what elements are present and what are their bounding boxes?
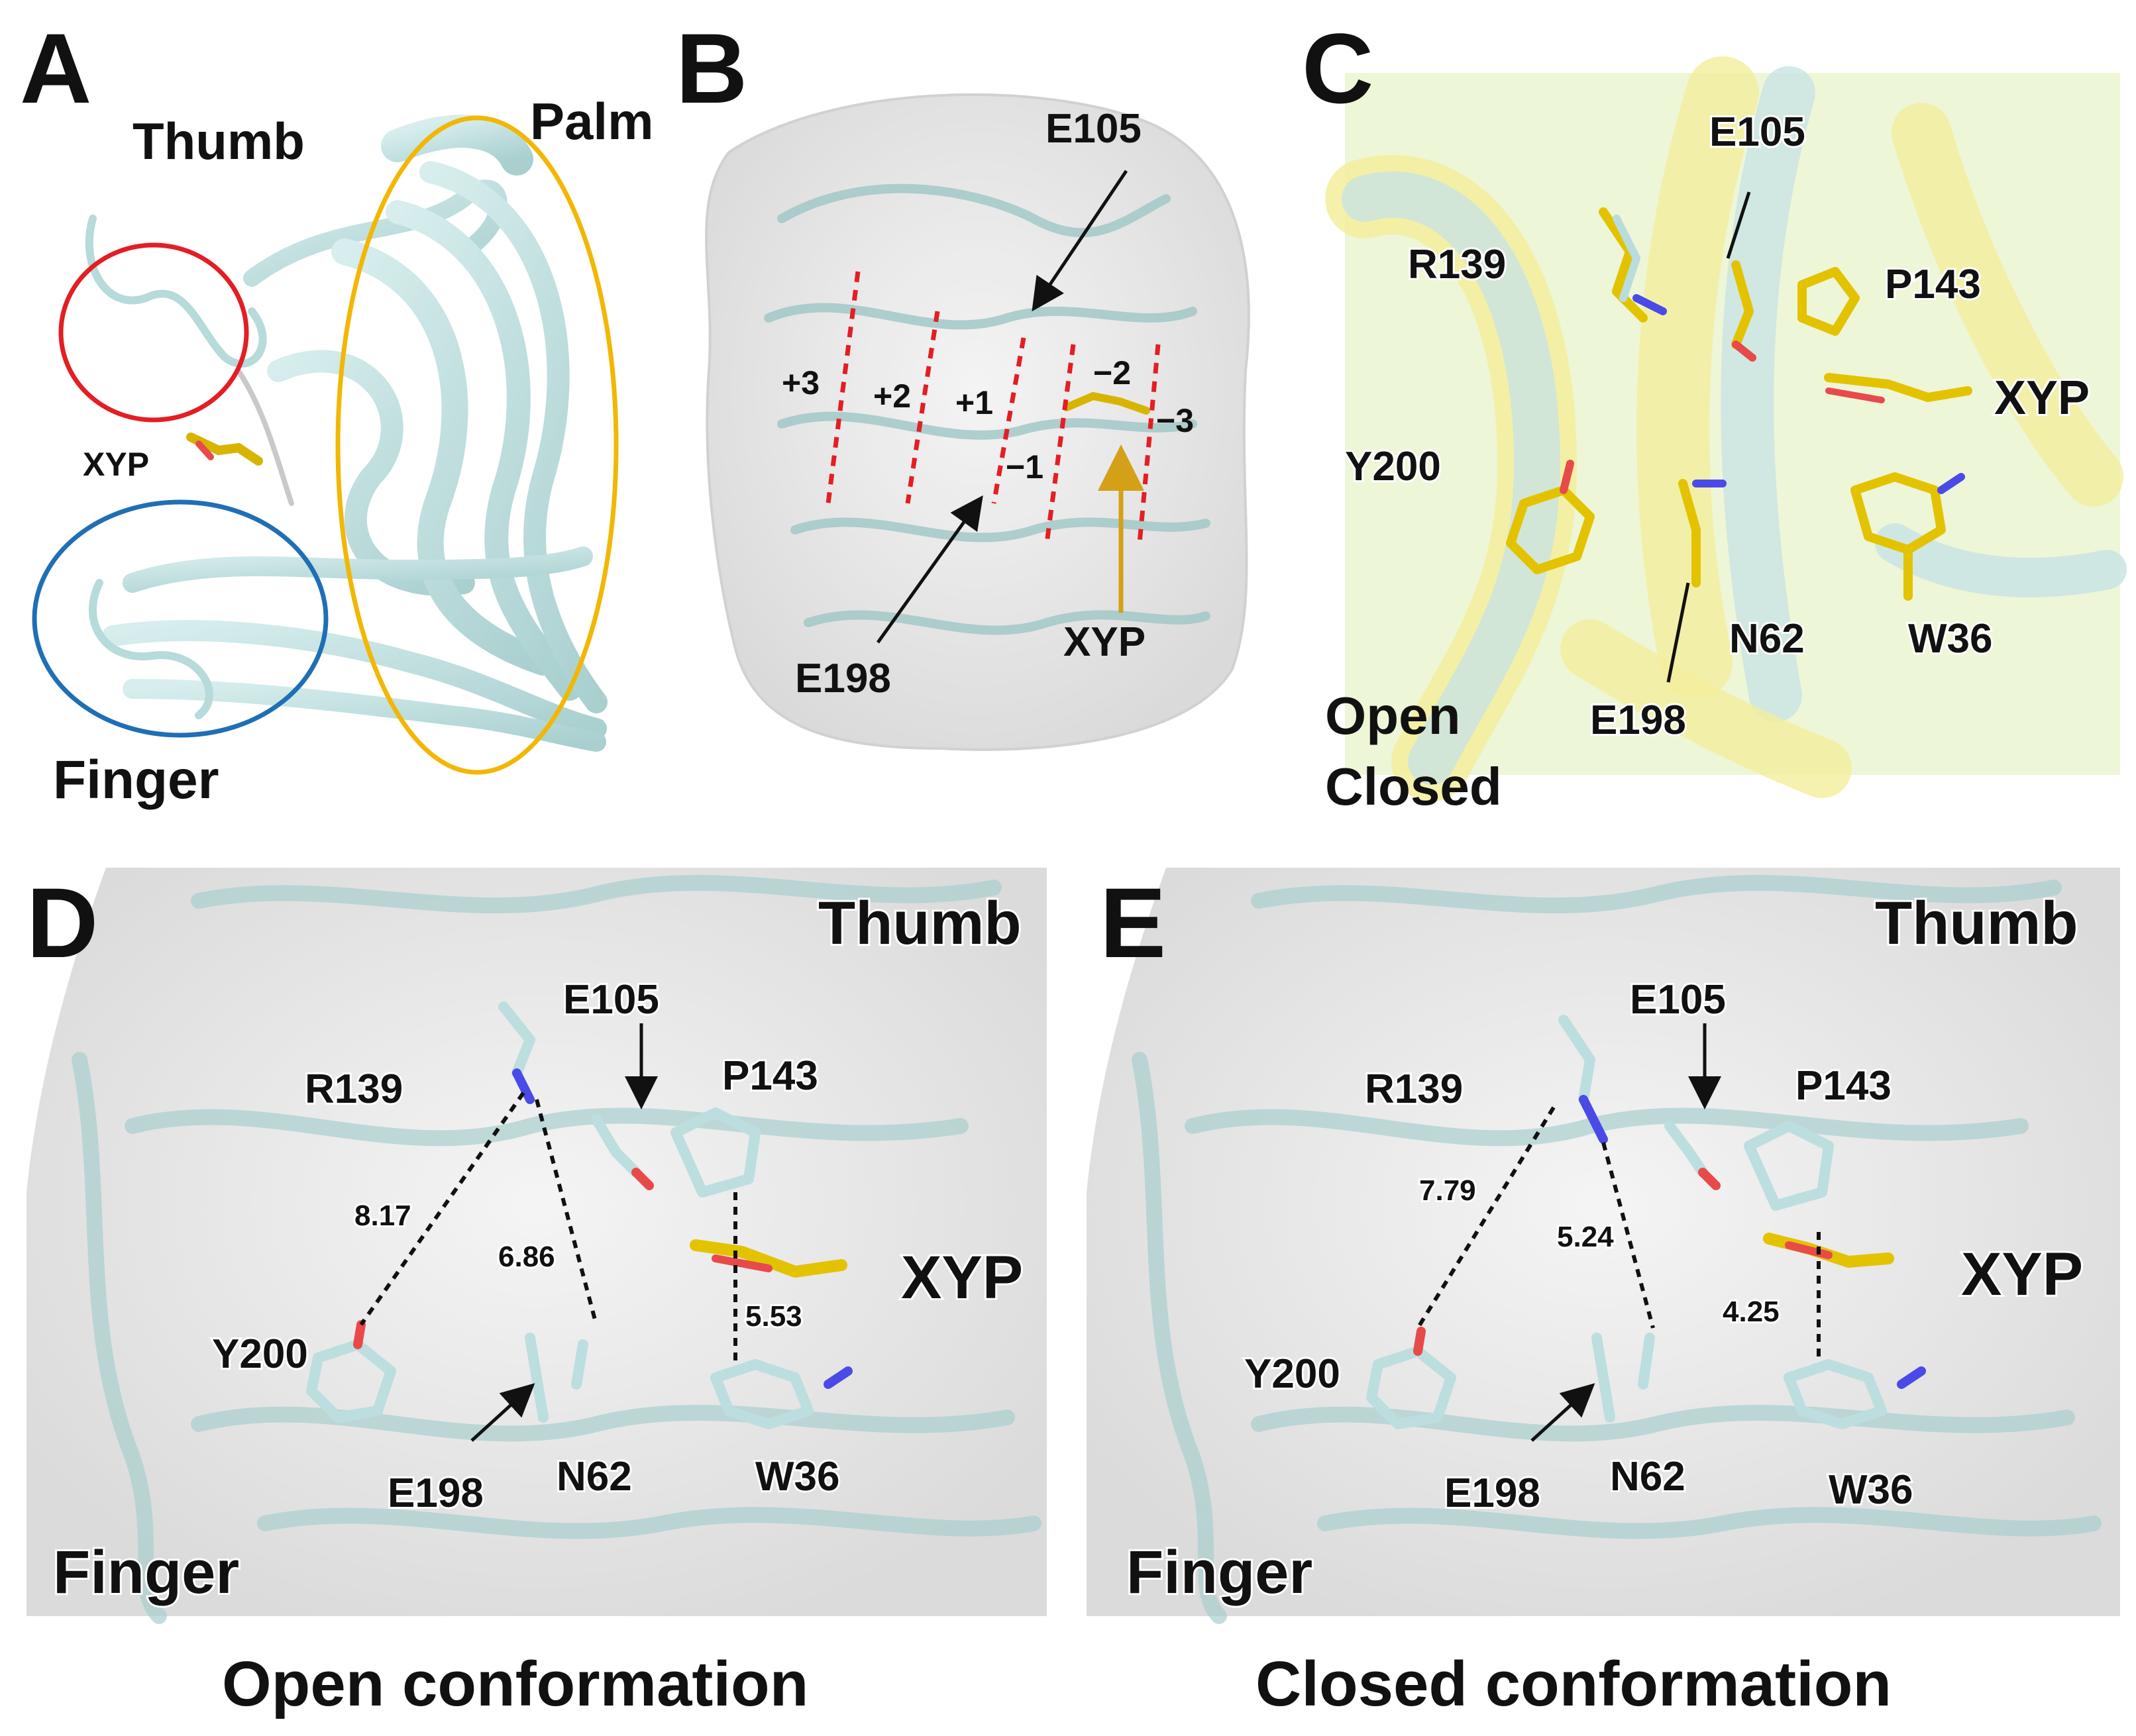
e198-label-e: E198 [1444,1470,1540,1516]
p143-label-c: P143 [1885,262,1981,307]
e105-arrow-b [1032,170,1128,312]
xyp-label-b: XYP [1063,619,1146,665]
subsite-minus2: −2 [1093,354,1131,391]
thumb-label-d: Thumb [818,890,1022,957]
e105-label-c: E105 [1709,109,1805,155]
e198-label-c: E198 [1590,697,1686,743]
thumb-label-e: Thumb [1875,890,2078,957]
distance-e-3: 4.25 [1723,1296,1780,1328]
panel-e-distance-lines [1416,1106,1821,1361]
n62-label-c: N62 [1729,616,1805,662]
e105-pointer-c [1726,191,1751,259]
xyp-label-a: XYP [83,446,149,483]
xyp-label-e: XYP [1961,1241,2083,1308]
panel-letter-c: C [1302,13,1373,124]
subsite-minus1: −1 [1006,448,1043,485]
panel-a-xyp-ligand [186,433,263,466]
distance-d-1: 8.17 [354,1200,411,1232]
panel-b: B E105 E198 XYP +3 +2 +1 −1 −2 −3 [676,13,1250,751]
n62-label-e: N62 [1610,1454,1685,1500]
distance-e-2: 5.24 [1557,1221,1614,1253]
e198-arrow-e [1530,1383,1595,1442]
y200-label-d: Y200 [212,1331,308,1377]
caption-e: Closed conformation [1255,1649,1892,1719]
e198-label-b: E198 [795,656,891,701]
r139-label-d: R139 [305,1066,403,1112]
xyp-label-c: XYP [1994,372,2090,425]
panel-a-protein-ribbon [85,115,608,752]
panel-letter-b: B [676,13,747,124]
r139-label-c: R139 [1408,242,1506,287]
distance-d-3: 5.53 [745,1300,802,1333]
panel-d: D Thumb E105 R139 P143 Y200 E198 N62 W36… [27,867,1047,1719]
distance-e-1: 7.79 [1419,1174,1476,1207]
panel-c-residue-sticks [1506,207,1972,601]
panel-b-molecular-surface [705,93,1250,751]
subsite-plus1: +1 [955,384,993,421]
y200-label-e: Y200 [1244,1351,1340,1397]
distance-d-2: 6.86 [498,1241,555,1273]
finger-label-d: Finger [53,1539,239,1606]
panel-d-molecular-surface [27,868,1047,1616]
subsite-dividers [826,271,1161,544]
finger-region-ellipse [32,499,329,738]
w36-label-d: W36 [755,1454,839,1500]
subsite-plus3: +3 [782,364,820,401]
e198-arrow-b [876,495,983,644]
e198-arrow-d [470,1383,535,1442]
panel-e: E Thumb E105 R139 P143 Y200 E198 N62 W36… [1087,867,2120,1719]
w36-label-e: W36 [1829,1467,1913,1513]
legend-closed: Closed [1325,757,1502,816]
subsite-minus3: −3 [1156,402,1194,439]
subsite-plus2: +2 [873,378,911,415]
caption-d: Open conformation [222,1649,808,1719]
panel-b-protein-ribbon [764,183,1210,635]
n62-label-d: N62 [557,1454,632,1500]
thumb-label: Thumb [133,112,305,170]
palm-label: Palm [530,92,653,150]
e105-label-d: E105 [563,977,659,1023]
panel-letter-d: D [27,867,98,978]
p143-label-d: P143 [722,1053,818,1099]
panel-d-distance-lines [359,1092,737,1361]
panel-c: C E105 R139 P143 XYP Y200 N62 W36 E198 O… [1302,13,2127,816]
e198-label-d: E198 [388,1470,484,1516]
panel-letter-e: E [1100,867,1166,978]
y200-label-c: Y200 [1345,444,1441,489]
panel-b-xyp-ligand [1063,391,1150,415]
r139-label-e: R139 [1365,1066,1463,1112]
e105-label-e: E105 [1630,977,1726,1023]
panel-e-molecular-surface [1087,868,2120,1616]
e198-pointer-c [1666,582,1690,683]
panel-c-overlay-ribbons [1325,56,2127,801]
panel-d-residue-sticks [306,1001,853,1429]
legend-open: Open [1325,686,1460,745]
xyp-label-d: XYP [901,1244,1023,1311]
finger-label-e: Finger [1126,1539,1312,1606]
thumb-region-ellipse [58,242,249,423]
panel-letter-a: A [20,13,91,124]
finger-label: Finger [53,750,219,810]
e105-label-b: E105 [1045,106,1142,152]
w36-label-c: W36 [1908,616,1992,662]
palm-region-ellipse [335,115,619,775]
panel-a: A Thumb Palm Finger XYP [20,13,653,810]
panel-e-residue-sticks [1366,1015,1926,1429]
p143-label-e: P143 [1795,1063,1892,1109]
panel-d-protein-ribbon [72,875,1041,1624]
